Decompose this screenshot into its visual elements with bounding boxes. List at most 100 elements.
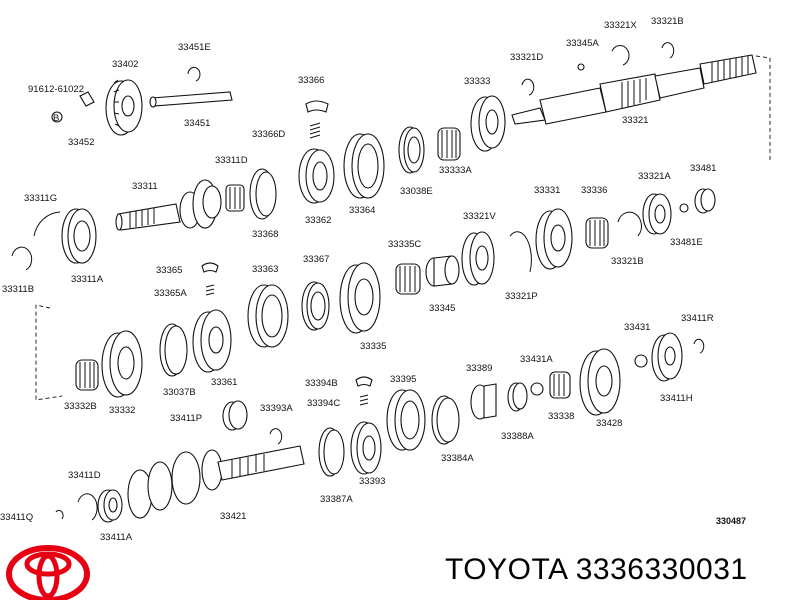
part-label-33428: 33428 — [596, 418, 622, 429]
part-label-33321D: 33321D — [510, 52, 543, 63]
part-33481 — [694, 188, 716, 214]
bushing-33345 — [425, 255, 460, 287]
input-shaft-33311 — [115, 179, 222, 231]
part-label-33411A: 33411A — [100, 532, 133, 543]
key-33366 — [305, 100, 329, 113]
gear-33331 — [535, 208, 573, 270]
part-label-33365: 33365 — [156, 265, 182, 276]
counter-shaft-33421 — [127, 445, 305, 519]
part-label-33395: 33395 — [390, 374, 416, 385]
part-label-33333: 33333 — [464, 76, 490, 87]
snap-ring-33321P — [509, 231, 532, 273]
ring-33387A — [318, 427, 345, 477]
snap-ring-33393A — [269, 428, 283, 445]
washer-33431A — [530, 382, 544, 396]
output-shaft-33321 — [511, 54, 757, 125]
snap-ring-33411Q — [55, 509, 64, 520]
part-label-33311: 33311 — [132, 181, 158, 192]
part-label-33311D: 33311D — [215, 155, 248, 166]
bearing-33333A — [437, 127, 461, 161]
part-label-33321X: 33321X — [604, 20, 637, 31]
sleeve-33364 — [343, 133, 385, 199]
part-label-33452: 33452 — [68, 137, 94, 148]
part-label-33038E: 33038E — [400, 186, 433, 197]
spring-33394C — [359, 394, 369, 406]
part-label-33361: 33361 — [211, 377, 237, 388]
toyota-logo-icon — [6, 545, 90, 600]
ring-33037B — [159, 323, 188, 377]
snap-ring-33321D — [521, 78, 535, 96]
washer-33431 — [634, 354, 648, 368]
part-label-33393: 33393 — [359, 476, 385, 487]
ball-33481E — [679, 203, 689, 213]
part-label-33411D: 33411D — [68, 470, 101, 481]
bearing-33332B — [75, 359, 99, 391]
ball-33345A — [577, 63, 585, 71]
diagram-code: 330487 — [716, 516, 747, 526]
snap-ring-33321B-2 — [617, 211, 642, 237]
part-number-labels: 3340233451E91612-61022B33452334513336633… — [0, 16, 716, 543]
part-label-33411P: 33411P — [170, 413, 202, 424]
part-label-33366D: 33366D — [252, 129, 285, 140]
dash-leader-left — [35, 304, 63, 401]
gear-33402 — [105, 79, 143, 136]
snap-ring-33311G — [33, 211, 61, 237]
part-label-33331: 33331 — [534, 185, 560, 196]
part-label-33394B: 33394B — [305, 378, 338, 389]
hub-33393 — [350, 421, 382, 475]
spring-33366D — [309, 122, 321, 139]
hub-33362 — [298, 148, 335, 204]
key-33365 — [201, 262, 219, 273]
part-caption: TOYOTA 3336330031 — [445, 553, 748, 586]
part-label-33411H: 33411H — [660, 393, 693, 404]
snap-ring-33311B — [11, 246, 33, 271]
part-label-B: B — [53, 113, 59, 124]
gear-33428 — [579, 348, 621, 416]
part-33388A — [507, 382, 528, 412]
ring-33367 — [301, 281, 330, 331]
key-33452 — [79, 91, 95, 107]
ring-33038E — [398, 126, 425, 174]
part-label-33321P: 33321P — [505, 291, 538, 302]
bearing-33311A — [61, 208, 97, 264]
part-label-33321B-2: 33321B — [611, 256, 644, 267]
key-33394B — [355, 376, 373, 387]
bearing-33338 — [549, 371, 571, 399]
ring-33384A — [431, 395, 460, 445]
bearing-33321A — [642, 193, 672, 235]
part-label-33037B: 33037B — [163, 387, 196, 398]
part-label-33365A: 33365A — [154, 288, 187, 299]
bearing-33411A — [97, 489, 123, 523]
part-label-33335: 33335 — [360, 341, 386, 352]
sleeve-33363 — [247, 284, 289, 348]
part-label-33363: 33363 — [252, 264, 278, 275]
part-33389 — [470, 383, 497, 420]
part-label-33311G: 33311G — [24, 193, 57, 204]
part-label-33481: 33481 — [690, 163, 716, 174]
part-label-33311B: 33311B — [2, 284, 34, 295]
bearing-33411P — [222, 400, 248, 431]
bearing-33411H — [651, 332, 683, 382]
part-label-33431: 33431 — [624, 322, 650, 333]
part-label-33402: 33402 — [112, 59, 138, 70]
part-label-33367: 33367 — [303, 254, 329, 265]
part-label-33421: 33421 — [220, 511, 246, 522]
spring-33365A — [205, 284, 215, 296]
snap-ring-33321B — [661, 42, 675, 59]
part-label-33394C: 33394C — [307, 398, 340, 409]
dash-leader-right — [755, 55, 771, 160]
part-label-33364: 33364 — [349, 205, 375, 216]
part-label-33387A: 33387A — [320, 494, 353, 505]
gear-33335 — [339, 262, 381, 334]
ring-33368 — [249, 168, 277, 220]
part-label-33321V: 33321V — [463, 211, 496, 222]
part-label-33411R: 33411R — [681, 313, 714, 324]
part-label-33321B: 33321B — [651, 16, 684, 27]
part-label-33335C: 33335C — [388, 239, 421, 250]
snap-ring-33411D — [77, 493, 98, 521]
part-label-33368: 33368 — [252, 229, 278, 240]
part-label-33481E: 33481E — [670, 237, 703, 248]
part-label-33411Q: 33411Q — [0, 512, 33, 523]
